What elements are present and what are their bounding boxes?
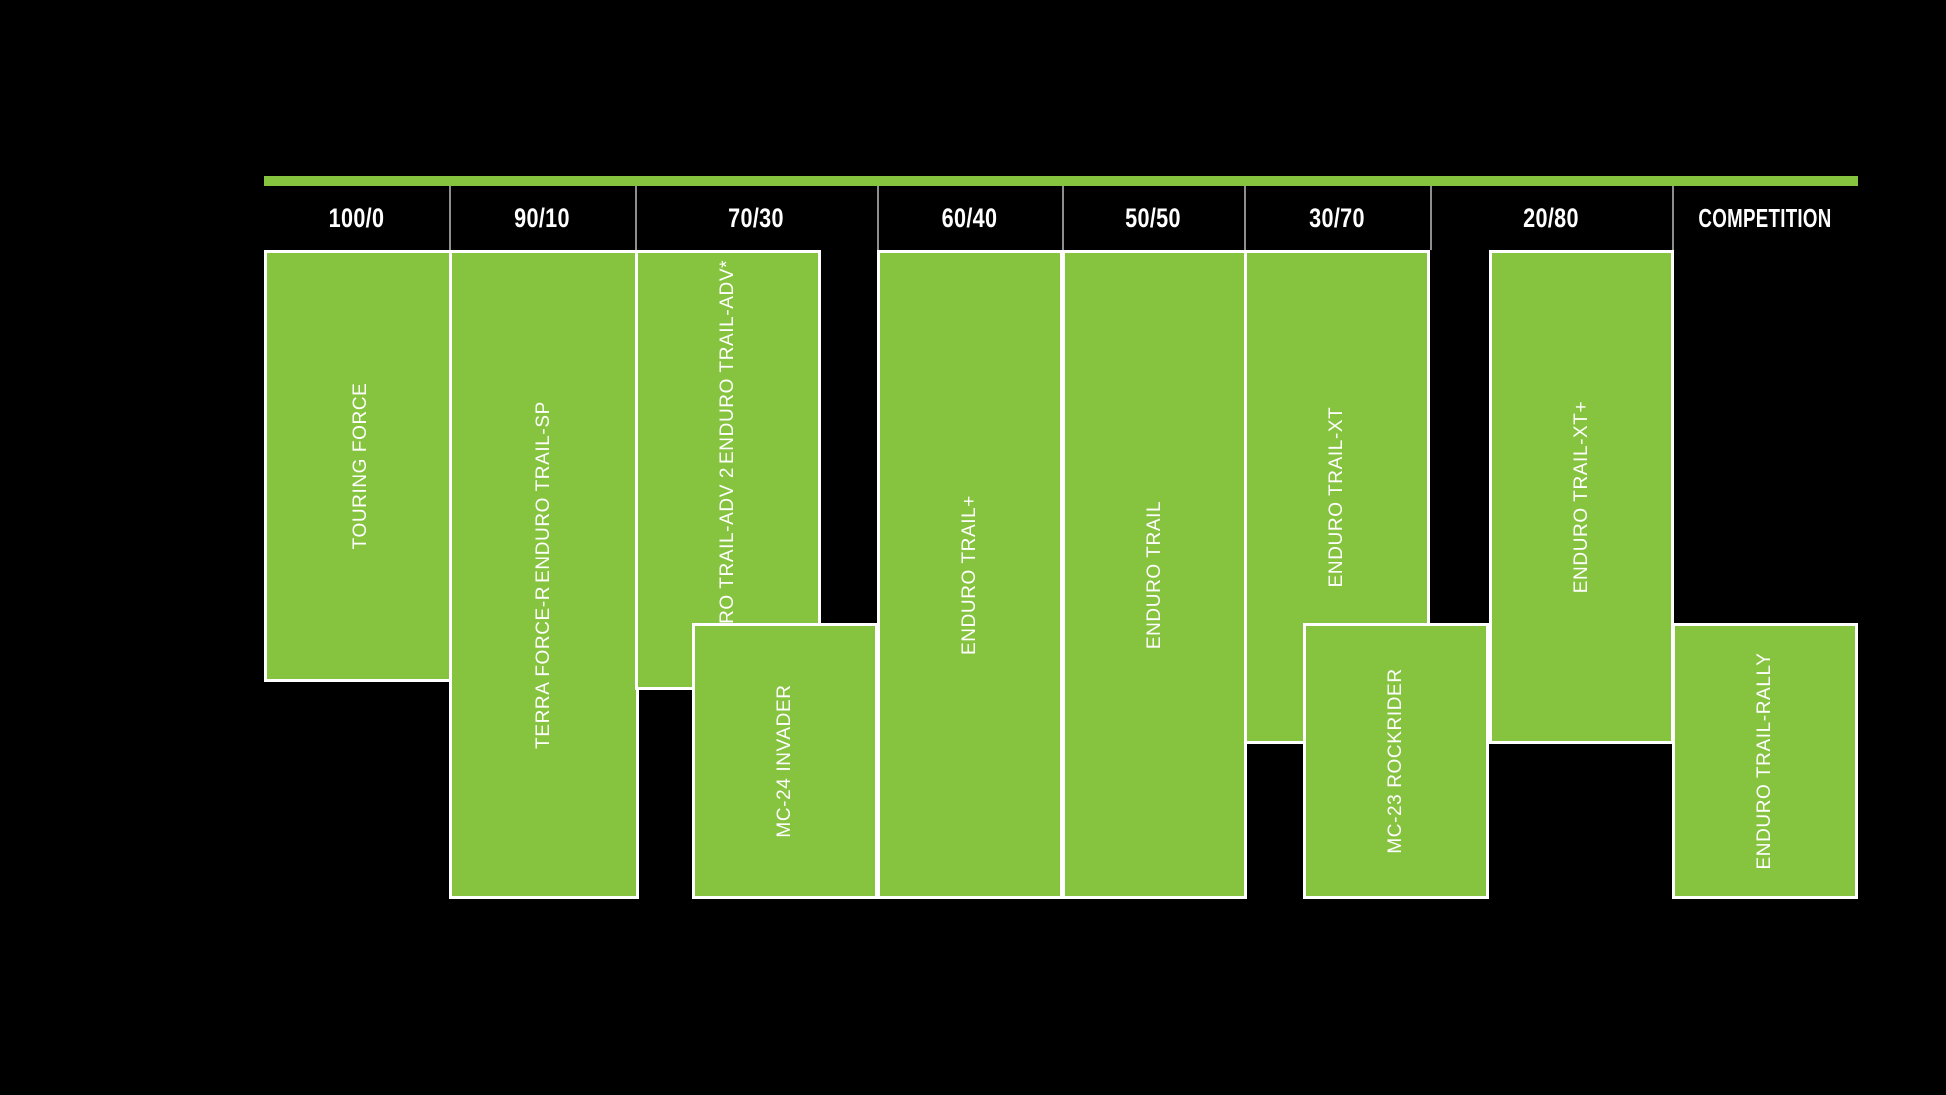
header-cell-20-80[interactable]: 20/80 [1523,202,1579,233]
bar-label: ENDURO TRAIL-XT [1325,406,1347,588]
bar-enduro-trail-xt-plus[interactable]: ENDURO TRAIL-XT+ [1489,250,1674,744]
bar-mc-24-invader[interactable]: MC-24 INVADER [692,623,878,899]
bar-mc-23-rockrider[interactable]: MC-23 ROCKRIDER [1303,623,1489,899]
header-divider [635,186,637,250]
header-cell-70-30[interactable]: 70/30 [728,202,784,233]
header-divider [1244,186,1246,250]
bar-enduro-trail-plus[interactable]: ENDURO TRAIL+ [877,250,1063,899]
bar-label: MC-24 INVADER [773,684,795,838]
header-divider [1430,186,1432,250]
header-cell-30-70[interactable]: 30/70 [1309,202,1365,233]
header-cell-60-40[interactable]: 60/40 [941,202,998,233]
header-cell-100-0[interactable]: 100/0 [328,202,385,233]
header-divider [1672,186,1674,250]
bar-label: ENDURO TRAIL-ADV* [716,259,738,464]
header-cell-90-10[interactable]: 90/10 [514,202,570,233]
bar-label-group: ENDURO TRAIL-XT+ [1570,401,1592,593]
bar-label-group: ENDURO TRAIL+ [959,494,981,654]
top-accent-rule [264,176,1858,186]
bar-enduro-trail-rally[interactable]: ENDURO TRAIL-RALLY [1672,623,1858,899]
bar-label-group: MC-24 INVADER [774,684,796,837]
bar-label: MC-23 ROCKRIDER [1384,668,1406,854]
bar-label: ENDURO TRAIL-RALLY [1753,652,1775,870]
header-divider [877,186,879,250]
bar-label: ENDURO TRAIL+ [958,494,980,655]
bar-enduro-trail[interactable]: ENDURO TRAIL [1062,250,1247,899]
bar-label-group: ENDURO TRAIL-XT [1326,407,1348,588]
bar-label-group: ENDURO TRAIL-RALLY [1754,652,1776,869]
bar-label-group: MC-23 ROCKRIDER [1385,668,1407,853]
bar-label: ENDURO TRAIL-XT+ [1570,400,1592,594]
bar-touring-force[interactable]: TOURING FORCE [264,250,457,682]
bar-label-group: ENDURO TRAIL [1143,500,1165,648]
header-cell-50-50[interactable]: 50/50 [1125,202,1181,233]
bar-label-group: TOURING FORCE [349,383,371,550]
bar-label: TOURING FORCE [349,382,371,550]
bar-label: ENDURO TRAIL-SP [532,400,554,583]
bar-label: TERRA FORCE-R [532,585,554,749]
header-cell-competition[interactable]: COMPETITION [1698,202,1832,233]
header-divider [1062,186,1064,250]
bar-label: ENDURO TRAIL [1143,500,1165,649]
header-divider [449,186,451,250]
header-row: 100/0 90/10 70/30 60/40 50/50 30/70 20/80 COMPE… [264,186,1858,250]
